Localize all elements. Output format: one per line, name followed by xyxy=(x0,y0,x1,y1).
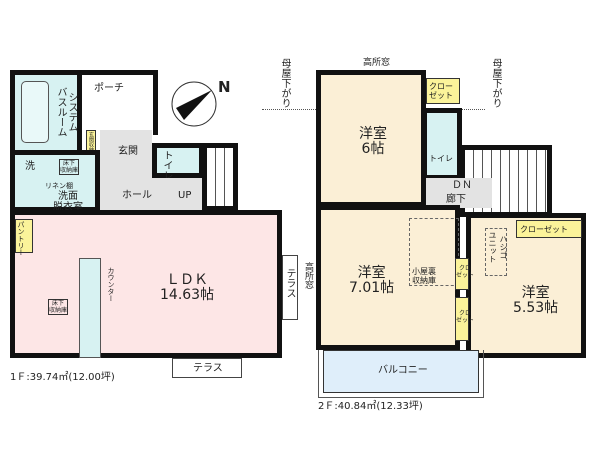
porch-label: ポーチ xyxy=(94,83,124,94)
attic-storage: 小屋裏 収納庫 xyxy=(409,218,459,286)
room-6: 洋室 6帖 xyxy=(316,70,426,207)
floor2-area: 2Ｆ:40.84㎡(12.33坪) xyxy=(318,401,423,412)
bath-label: システム バスルーム xyxy=(55,87,77,137)
high-window-top-label: 高所窓 xyxy=(363,58,391,68)
porch: ポーチ xyxy=(80,70,158,135)
closet-3: クロ ゼット xyxy=(455,297,474,341)
floor1-area: 1Ｆ:39.74㎡(12.00坪) xyxy=(10,372,115,383)
roof-drop-line-right xyxy=(455,109,485,110)
balcony-outline xyxy=(318,350,484,398)
toilet-1f: トイレ xyxy=(152,143,204,180)
compass-icon xyxy=(171,81,217,127)
closet-1-label: クロー ゼット xyxy=(429,82,453,100)
room-7-label: 洋室 7.01帖 xyxy=(349,265,395,296)
roof-drop-line-left xyxy=(262,109,322,110)
closet-2-label: クロ ゼット xyxy=(456,265,475,279)
closet-4-label: クローゼット xyxy=(520,225,568,234)
terrace-bottom-label: テラス xyxy=(193,363,223,374)
underfloor-storage-2-label: 床下 収納庫 xyxy=(48,299,69,315)
roof-drop-right-label: 母屋下がり xyxy=(490,58,501,108)
pantry: パントリー xyxy=(15,219,33,256)
high-window-side-label: 高所窓 xyxy=(303,262,313,289)
room-5: ハシゴ ユニット クローゼット 洋室 5.53帖 xyxy=(466,213,586,358)
bath-room: システム バスルーム xyxy=(10,70,82,155)
counter-label: カウンター xyxy=(107,267,115,302)
ladder-unit-label: ハシゴ ユニット xyxy=(488,231,508,263)
up-label: UP xyxy=(178,190,192,201)
washroom: 洗 床下 収納庫 リネン棚 洗面 脱衣室 xyxy=(10,150,100,213)
room-5-label: 洋室 5.53帖 xyxy=(513,285,559,316)
stairs-1f xyxy=(202,143,238,211)
washer-label: 洗 xyxy=(25,161,35,172)
entrance-storage-label: 玄関収納 xyxy=(88,132,94,152)
toilet-2f: トイレ xyxy=(422,108,462,180)
entrance: 玄関 xyxy=(100,130,152,178)
underfloor-storage-label: 床下 収納庫 xyxy=(59,159,80,175)
closet-2: クロ ゼット xyxy=(455,258,474,290)
compass-north-label: N xyxy=(218,78,231,96)
washroom-label: 洗面 脱衣室 xyxy=(53,191,83,213)
corridor: ＤＮ 廊下 xyxy=(426,178,492,208)
hall: ホール UP xyxy=(100,178,202,210)
roof-drop-left-label: 母屋下がり xyxy=(279,58,290,108)
bathtub xyxy=(21,81,49,143)
balcony-label: バルコニー xyxy=(378,365,428,376)
pantry-label: パントリー xyxy=(17,221,25,256)
closet-1: クロー ゼット xyxy=(426,78,460,104)
entrance-label: 玄関 xyxy=(118,146,138,157)
closet-3-label: クロ ゼット xyxy=(456,310,475,324)
toilet-1f-label: トイレ xyxy=(161,150,172,180)
balcony: バルコニー xyxy=(323,350,479,393)
corridor-label: 廊下 xyxy=(446,194,466,205)
kitchen xyxy=(79,258,101,358)
ldk: パントリー カウンター 床下 収納庫 ＬＤＫ 14.63帖 xyxy=(10,210,282,358)
ldk-label: ＬＤＫ 14.63帖 xyxy=(160,272,215,303)
toilet-2f-label: トイレ xyxy=(429,154,453,163)
room-7: 小屋裏 収納庫 洋室 7.01帖 xyxy=(316,205,460,350)
ladder-unit: ハシゴ ユニット xyxy=(485,228,508,276)
terrace-right: テラス xyxy=(282,255,298,320)
closet-4: クローゼット xyxy=(516,220,582,238)
hall-label: ホール xyxy=(122,190,152,201)
attic-storage-label: 小屋裏 収納庫 xyxy=(412,267,436,285)
linen-label: リネン棚 xyxy=(45,182,73,190)
terrace-right-label: テラス xyxy=(284,268,295,298)
dn-label: ＤＮ xyxy=(452,180,472,191)
room-6-label: 洋室 6帖 xyxy=(359,126,387,157)
terrace-bottom: テラス xyxy=(172,358,242,378)
